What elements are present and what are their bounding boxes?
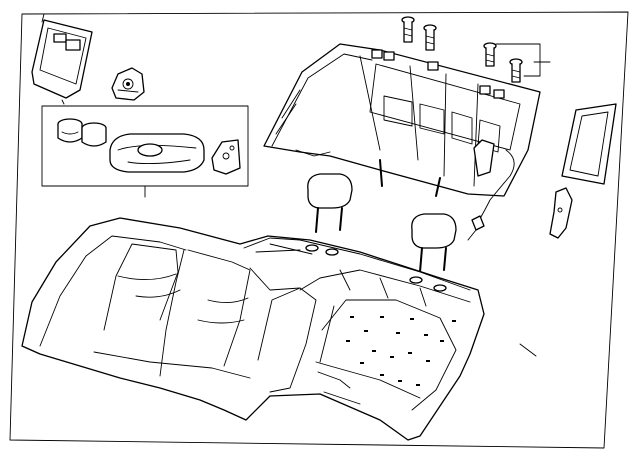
- bolt-callout-leader: [495, 43, 551, 77]
- headrest-left: [307, 173, 353, 233]
- armrest-assembly: [109, 133, 205, 173]
- armrest-hinge: [211, 139, 241, 175]
- headrest-right: [411, 213, 457, 273]
- cushion-callout-leader: [519, 343, 537, 357]
- cup-holder: [57, 118, 107, 147]
- diagram-border: [9, 11, 629, 449]
- cushion-holes: [346, 316, 456, 386]
- rear-seatback-frame: [263, 43, 541, 197]
- seat-bracket: [549, 187, 573, 239]
- bolt-4: [509, 58, 523, 83]
- rear-seat-cushion: [21, 217, 485, 441]
- mounting-bolts: [401, 16, 551, 83]
- seatback-panel: [561, 103, 617, 185]
- harness-connector: [467, 149, 515, 241]
- bolt-3: [483, 42, 497, 67]
- bolt-1: [401, 16, 415, 43]
- trim-bezel: [31, 13, 93, 105]
- seat-latch-cover: [111, 67, 145, 101]
- bolt-2: [423, 24, 437, 51]
